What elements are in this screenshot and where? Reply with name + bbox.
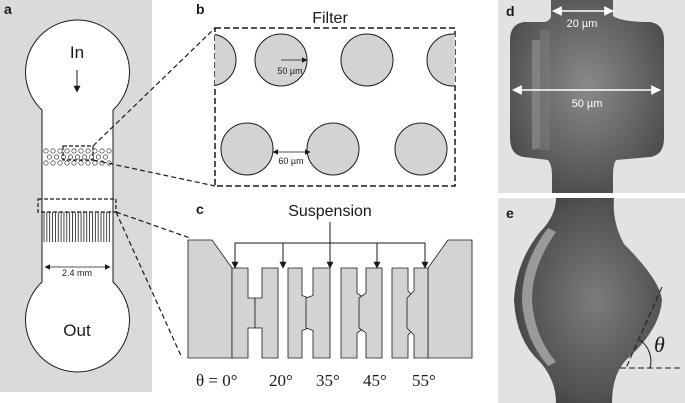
sem-d-wide-text: 50 µm (572, 98, 603, 110)
channel-wall (254, 267, 279, 359)
filter-dot (43, 148, 49, 154)
filter-title: Filter (312, 10, 348, 27)
sem-e-left-wall-highlight (522, 228, 556, 366)
sem-e-theta-text: θ (654, 332, 665, 357)
filter-pillar (306, 122, 360, 176)
sem-e-angle-guide (625, 286, 663, 369)
filter-pillar (340, 33, 394, 87)
filter-dot (78, 148, 84, 154)
sem-e-channel (514, 198, 662, 403)
angle-label-20: 20° (269, 371, 293, 390)
filter-dot (57, 148, 63, 154)
filter-pillar (394, 122, 448, 176)
filter-dot (53, 154, 59, 160)
panel-e (498, 198, 685, 403)
filter-pillars (215, 33, 455, 176)
panel-b (214, 27, 456, 187)
filter-dot (46, 154, 52, 160)
panel-b-label: b (196, 1, 205, 17)
filter-dot (82, 154, 88, 160)
panel-e-label: e (506, 205, 514, 221)
zoom-line-b-top (92, 27, 216, 147)
filter-dot (103, 154, 109, 160)
filter-dot (43, 160, 49, 166)
zoom-line-b-bottom (92, 159, 216, 187)
sem-d-step-shadow (532, 40, 540, 150)
channel-zoom-box (37, 198, 117, 213)
angle-label-45: 45° (363, 371, 387, 390)
filter-dot (85, 160, 91, 166)
channel-wall (406, 267, 429, 359)
filter-pillar (426, 33, 455, 87)
angle-label-0: θ = 0° (196, 371, 238, 390)
panel-a (0, 0, 152, 392)
filter-dot (92, 160, 98, 166)
width-text: 2.4 mm (62, 268, 92, 278)
panel-a-label: a (4, 1, 12, 17)
device-outline (25, 19, 130, 373)
filter-zoom-box (62, 145, 94, 161)
channel-array (187, 239, 473, 359)
suspension-title: Suspension (288, 203, 372, 220)
panel-d (498, 0, 685, 193)
filter-dot (50, 160, 56, 166)
channel-wall (358, 267, 383, 359)
filter-dot (78, 160, 84, 166)
filter-dot (85, 148, 91, 154)
angle-label-55: 55° (412, 371, 436, 390)
filter-dot (71, 148, 77, 154)
pillar-diameter-text: 50 µm (277, 66, 302, 76)
zoom-line-c-top (115, 211, 191, 239)
pillar-gap-text: 60 µm (278, 156, 303, 166)
filter-pillar (215, 33, 237, 87)
filter-dot (71, 160, 77, 166)
filter-dot (64, 160, 70, 166)
inlet-text: In (70, 43, 84, 62)
sem-e-angle-arc (639, 339, 652, 369)
angle-label-35: 35° (316, 371, 340, 390)
filter-dot (75, 154, 81, 160)
filter-dots (43, 148, 112, 166)
filter-dot (92, 148, 98, 154)
outlet-text: Out (63, 321, 91, 340)
filter-dot (96, 154, 102, 160)
panel-c-label: c (196, 201, 204, 217)
panel-c (187, 222, 473, 359)
channel-wall (305, 267, 331, 359)
filter-dot (57, 160, 63, 166)
filter-dot (106, 148, 112, 154)
suspension-channels (43, 212, 110, 242)
filter-dot (99, 148, 105, 154)
zoom-line-c-bottom (115, 211, 183, 359)
filter-dot (64, 148, 70, 154)
filter-dot (50, 148, 56, 154)
panel-d-label: d (506, 3, 515, 19)
sem-d-narrow-text: 20 µm (567, 18, 598, 30)
filter-dot (68, 154, 74, 160)
filter-pillar (220, 122, 274, 176)
